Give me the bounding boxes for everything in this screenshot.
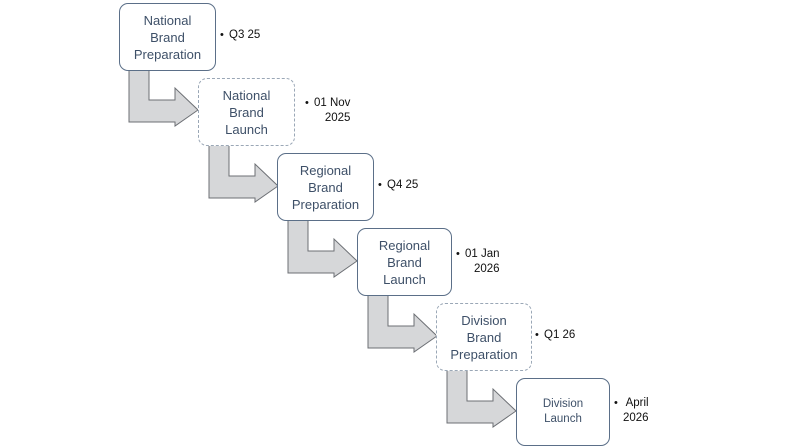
date-note-regional-brand-preparation: • Q4 25 — [378, 178, 418, 193]
date-text: 01 Jan 2026 — [465, 248, 500, 275]
bullet-icon: • — [220, 29, 224, 41]
connector-arrow-5 — [446, 368, 517, 428]
date-note-national-brand-preparation: • Q3 25 — [220, 28, 260, 43]
connector-arrow-3 — [287, 218, 358, 278]
date-text: Q4 25 — [387, 179, 419, 191]
step-label: National Brand Launch — [222, 87, 271, 137]
date-text: Q3 25 — [229, 29, 261, 41]
step-label: Regional Brand Preparation — [291, 162, 360, 212]
connector-arrow-1 — [128, 67, 199, 127]
step-box-division-brand-preparation: Division Brand Preparation — [436, 303, 532, 371]
connector-arrow-2 — [208, 143, 279, 203]
step-box-regional-brand-launch: Regional Brand Launch — [357, 228, 452, 296]
step-box-division-launch: Division Launch — [516, 378, 610, 446]
bullet-icon: • — [535, 329, 539, 341]
date-note-division-brand-preparation: • Q1 26 — [535, 328, 575, 343]
bullet-icon: • — [456, 248, 460, 260]
date-note-division-launch: • April 2026 — [614, 396, 649, 426]
date-text: 01 Nov 2025 — [314, 97, 351, 124]
step-label: National Brand Preparation — [133, 12, 202, 62]
date-note-national-brand-launch: • 01 Nov 2025 — [305, 96, 350, 126]
bullet-icon: • — [614, 397, 618, 409]
date-text: Q1 26 — [544, 329, 576, 341]
bullet-icon: • — [378, 179, 382, 191]
step-box-regional-brand-preparation: Regional Brand Preparation — [277, 153, 374, 221]
bullet-icon: • — [305, 97, 309, 109]
step-box-national-brand-launch: National Brand Launch — [198, 78, 295, 146]
step-box-national-brand-preparation: National Brand Preparation — [119, 3, 216, 71]
date-text: April 2026 — [623, 397, 649, 424]
connector-arrow-4 — [367, 293, 438, 353]
step-label: Division Brand Preparation — [450, 312, 518, 362]
step-label: Division Launch — [542, 398, 584, 425]
step-label: Regional Brand Launch — [378, 237, 431, 287]
date-note-regional-brand-launch: • 01 Jan 2026 — [456, 247, 500, 277]
